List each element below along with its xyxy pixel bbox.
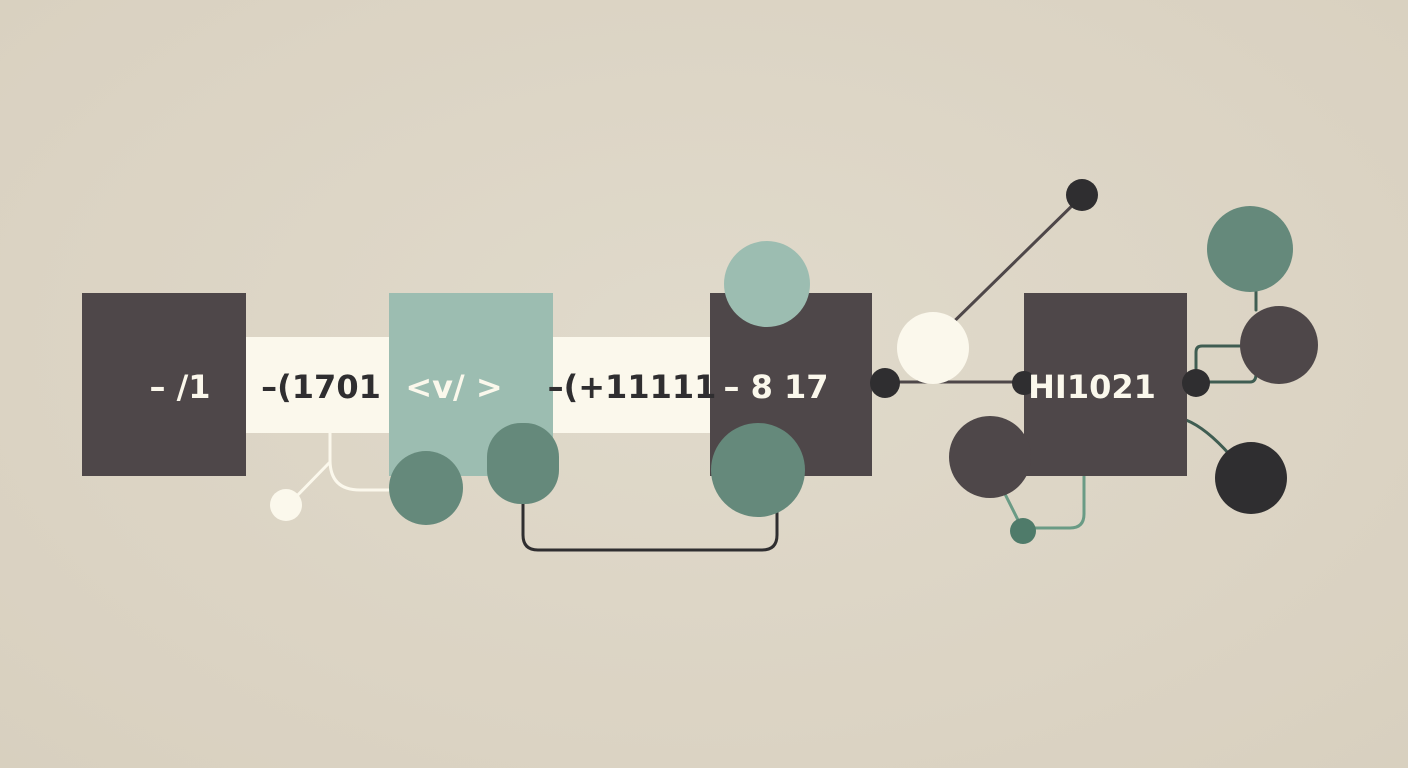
bottom-loop-connector xyxy=(521,498,779,552)
tag-label: <v/ > xyxy=(405,368,502,406)
green-node-1 xyxy=(389,451,463,525)
charcoal-node xyxy=(1215,442,1287,514)
green-top-node xyxy=(1207,206,1293,292)
port-node-left xyxy=(870,368,900,398)
port-node-right xyxy=(1182,369,1210,397)
green-node-2 xyxy=(711,423,805,517)
port-node-mid xyxy=(1012,371,1036,395)
box4-label: HI1021 xyxy=(1028,368,1156,406)
dark-node-right xyxy=(1240,306,1318,384)
green-pill-node xyxy=(487,423,559,504)
dark-node-left xyxy=(949,416,1031,498)
strip1-label: –(1701 xyxy=(261,368,381,406)
box3-label: – 8 17 xyxy=(723,368,828,406)
strip2-label: –(+11111 xyxy=(548,368,717,406)
cream-node xyxy=(897,312,969,384)
dark-box-1 xyxy=(82,293,246,476)
cream-small-node xyxy=(270,489,302,521)
green-small-node xyxy=(1010,518,1036,544)
dark-box-4 xyxy=(1024,293,1187,476)
box1-label: – /1 xyxy=(149,368,210,406)
top-dot-node xyxy=(1066,179,1098,211)
cream-branch-connector xyxy=(288,430,394,505)
nodes xyxy=(270,179,1318,544)
cream-strip-left xyxy=(246,337,390,433)
sage-top-node xyxy=(724,241,810,327)
cream-strip-right xyxy=(552,337,712,433)
right-lower-connector xyxy=(1184,418,1232,457)
